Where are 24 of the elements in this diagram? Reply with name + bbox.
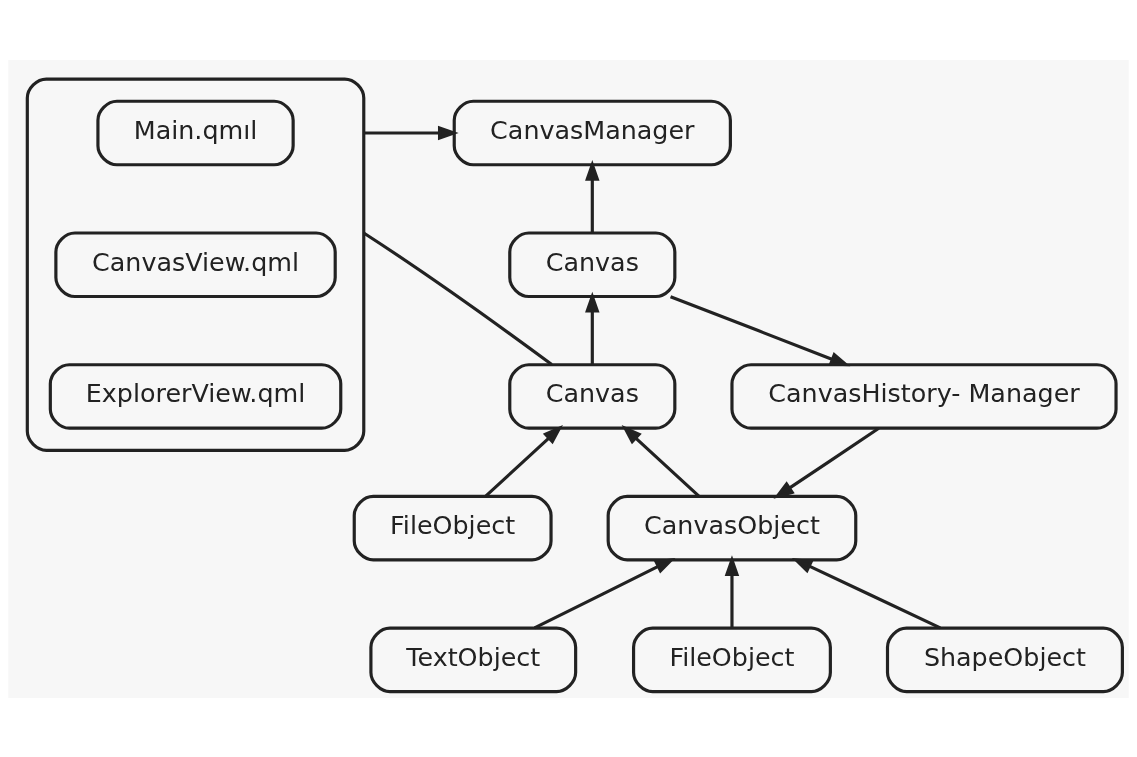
- node-box: Canvas: [508, 362, 677, 430]
- node-box: FileObject: [632, 626, 832, 693]
- arrow: [791, 557, 941, 629]
- arrow: [363, 125, 459, 140]
- arrow: [533, 557, 676, 629]
- arrow: [724, 554, 740, 628]
- arrow: [484, 424, 563, 497]
- node-box: CanvasObject: [606, 494, 858, 561]
- arrow: [585, 291, 600, 364]
- node-box: CanvasHistory- Manager: [730, 362, 1118, 430]
- node-box: CanvasManager: [452, 99, 732, 166]
- node-box: TextObject: [369, 626, 578, 693]
- arrow: [773, 426, 880, 499]
- node-box: ShapeObject: [885, 626, 1124, 693]
- node-box: Main.qmıl: [96, 99, 295, 166]
- node-box: FileObject: [352, 494, 553, 561]
- arrow: [621, 424, 700, 497]
- cluster: [25, 76, 366, 452]
- node-box: Canvas: [508, 230, 677, 298]
- connector: [362, 231, 553, 366]
- node-box: ExplorerView.qml: [48, 362, 343, 430]
- arrow: [669, 294, 851, 366]
- node-box: CanvasView.qml: [54, 230, 337, 298]
- arrow: [585, 159, 600, 233]
